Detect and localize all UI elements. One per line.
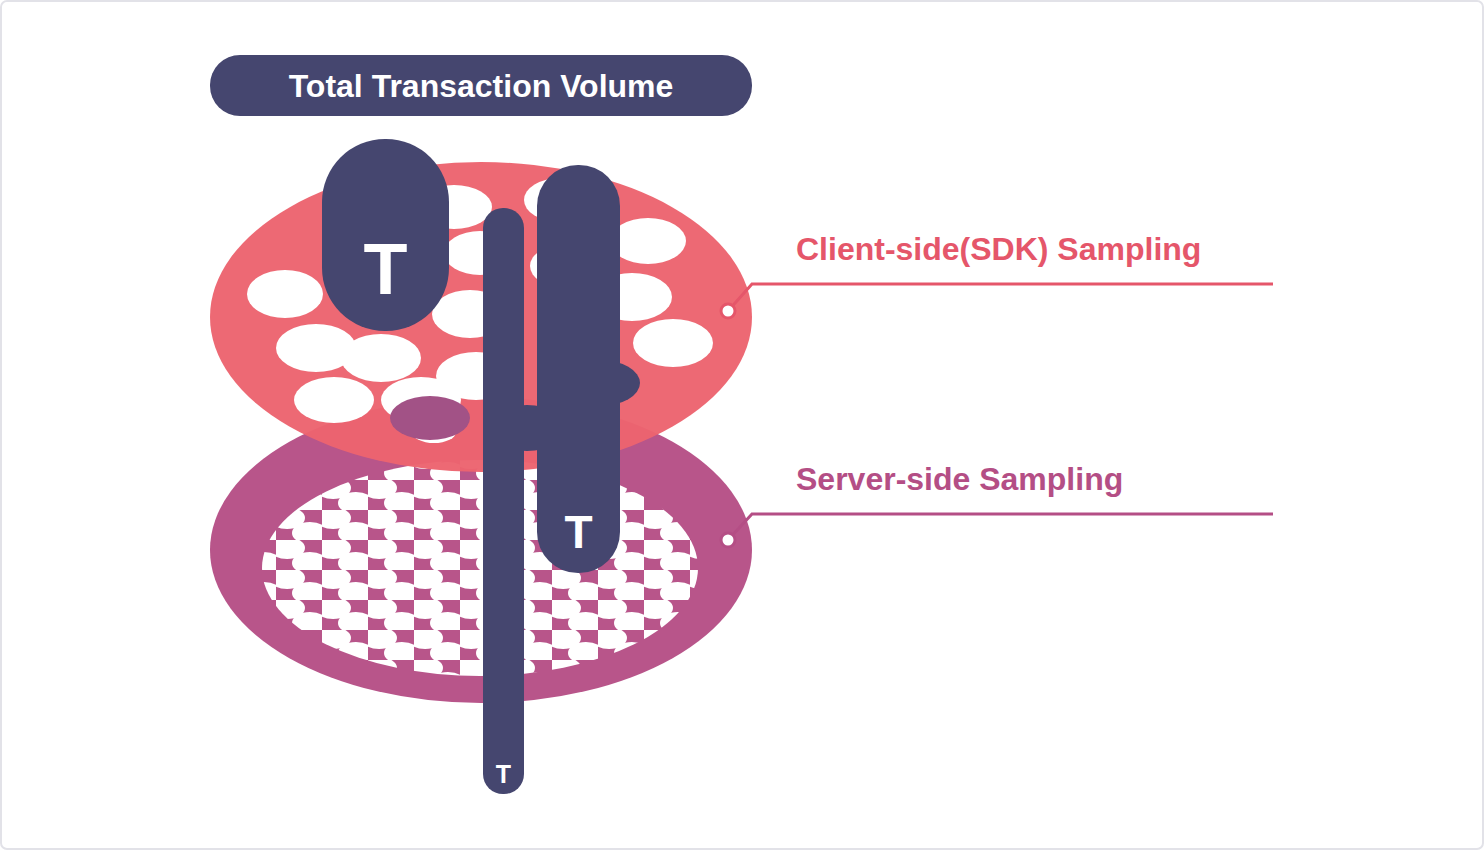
sampling-label: Server-side Sampling	[794, 462, 1125, 497]
transaction-pill: T	[322, 139, 449, 331]
server-holes	[260, 455, 700, 680]
client-disc	[210, 162, 752, 472]
transaction-pill: T	[537, 165, 620, 573]
transaction-letter: T	[364, 233, 408, 305]
transaction-pill: T	[483, 208, 524, 794]
title-pill: Total Transaction Volume	[210, 55, 752, 116]
title-text: Total Transaction Volume	[289, 70, 674, 102]
sampling-label: Client-side(SDK) Sampling	[794, 232, 1203, 267]
transaction-letter: T	[564, 509, 592, 555]
transaction-letter: T	[496, 762, 511, 787]
leader-lines	[721, 284, 1273, 547]
